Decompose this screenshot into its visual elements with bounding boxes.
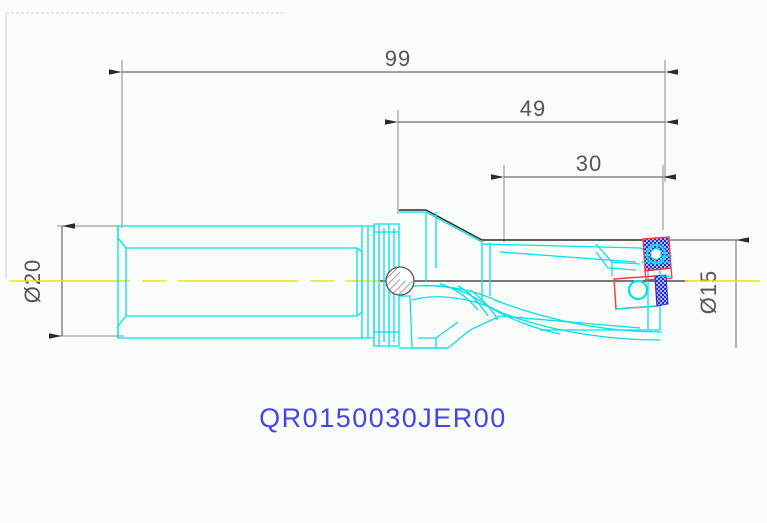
dimension-overall-length: 99 xyxy=(109,46,678,228)
part-number-label: QR0150030JER00 xyxy=(259,403,507,433)
dimension-label-drilling-depth: 30 xyxy=(576,151,602,176)
tool-shank xyxy=(117,225,375,339)
page-frame xyxy=(5,12,283,278)
central-insert xyxy=(613,274,669,310)
dimension-label-body-length: 49 xyxy=(520,96,546,121)
coolant-hole xyxy=(385,266,415,296)
tool-tip-detail xyxy=(595,243,672,277)
tool-body-outline xyxy=(399,209,662,241)
peripheral-insert xyxy=(641,236,673,281)
tool-flutes xyxy=(398,283,663,349)
tool-flange xyxy=(373,223,400,347)
dimension-cutting-diameter: Ø15 xyxy=(664,237,749,348)
dimension-label-cutting-diameter: Ø15 xyxy=(696,270,721,315)
dimension-label-overall-length: 99 xyxy=(385,46,411,71)
dimension-body-length: 49 xyxy=(385,96,678,214)
dimension-drilling-depth: 30 xyxy=(491,151,676,242)
